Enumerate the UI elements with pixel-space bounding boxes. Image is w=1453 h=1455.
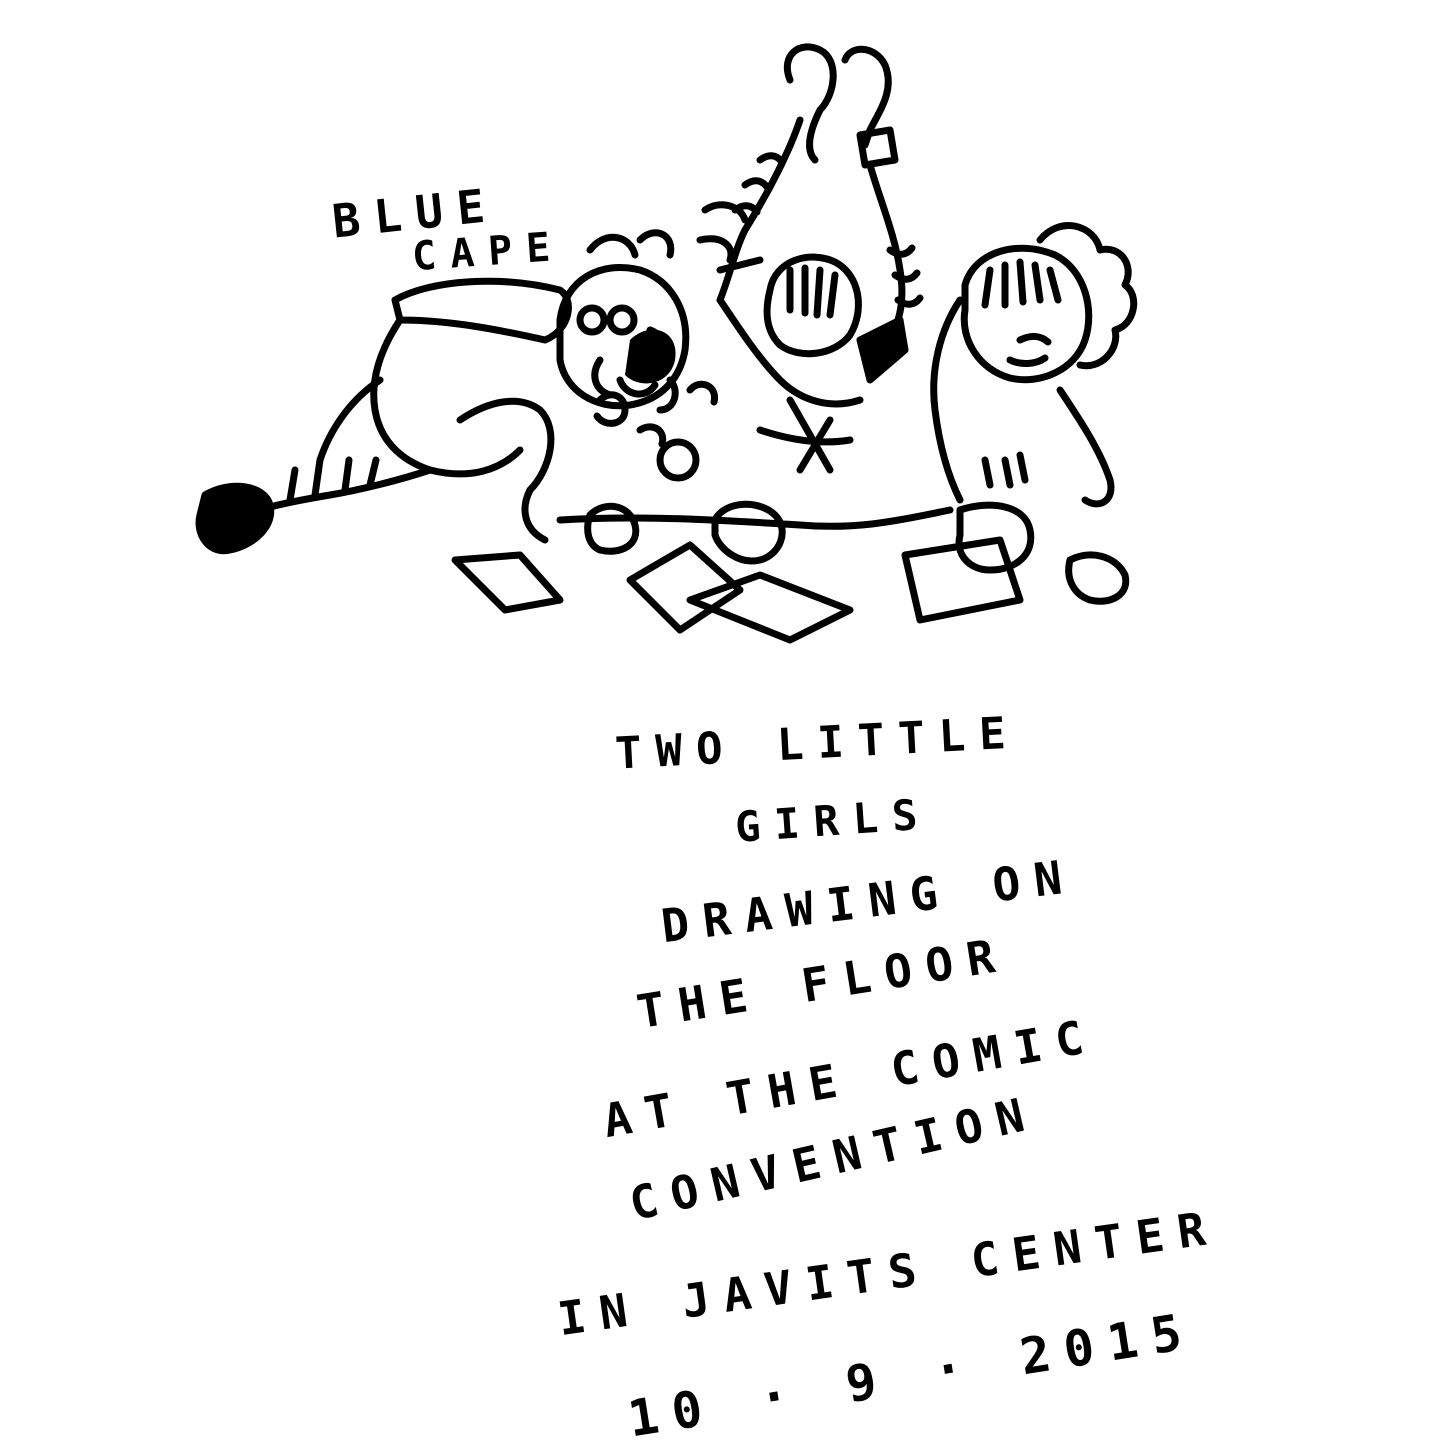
middle-hand — [711, 500, 786, 565]
paper-1 — [451, 551, 564, 614]
girl-right-hand-2 — [955, 501, 1035, 574]
left-leg — [256, 466, 434, 514]
sock-right — [856, 126, 899, 169]
girl-left-glasses — [576, 304, 638, 336]
sock-stripes-right — [886, 244, 924, 308]
middle-head — [763, 253, 862, 358]
girl-left-hair-mass — [625, 329, 676, 384]
girl-right-body — [930, 296, 964, 504]
floor-line — [556, 506, 954, 530]
paper-2 — [626, 541, 744, 634]
girl-right-face — [1006, 333, 1052, 367]
scribble-2 — [696, 201, 764, 274]
paper-3 — [686, 571, 854, 644]
girl-right-curls — [1036, 222, 1138, 370]
left-leg-2 — [316, 376, 384, 464]
left-hand — [584, 502, 640, 555]
middle-arm — [756, 396, 854, 474]
raised-leg-left — [783, 43, 837, 164]
middle-body — [716, 296, 864, 408]
middle-hair — [786, 264, 839, 319]
paper-4 — [901, 536, 1024, 624]
girl-right-head — [960, 244, 1093, 384]
girl-right-hand — [1065, 551, 1130, 605]
girl-left-head — [556, 263, 690, 410]
scribble-1 — [593, 380, 719, 482]
girl-right-hair — [981, 258, 1062, 309]
left-arm — [456, 397, 555, 544]
raised-leg-right — [841, 45, 892, 149]
girl-right-legs — [981, 451, 1029, 489]
blue-cape — [391, 277, 572, 344]
left-shoe — [195, 482, 275, 555]
left-leg-hatching — [286, 456, 380, 504]
label-cape: CAPE — [410, 223, 566, 281]
left-torso — [370, 316, 524, 478]
girl-right-arm — [1056, 386, 1115, 508]
shin-left — [716, 116, 804, 304]
shoe-dark — [856, 316, 909, 384]
